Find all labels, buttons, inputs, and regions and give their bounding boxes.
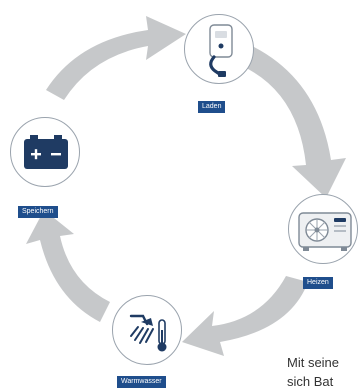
arrow-laden-to-heizen	[242, 45, 346, 198]
body-text: Mit seine sich Bat	[287, 353, 358, 391]
heat-pump-icon	[298, 212, 352, 251]
body-text-line-2: sich Bat	[287, 374, 334, 389]
node-laden	[184, 14, 254, 84]
label-warmwasser: Warmwasser	[117, 376, 166, 388]
node-speichern	[10, 117, 80, 187]
label-speichern: Speichern	[18, 206, 58, 218]
wallbox-charger-icon	[209, 24, 233, 77]
arrow-heizen-to-warmwasser	[182, 276, 308, 356]
arrow-speichern-to-laden	[46, 16, 186, 100]
arrow-warmwasser-to-speichern	[26, 210, 110, 322]
body-text-line-1: Mit seine	[287, 355, 340, 370]
shower-thermometer-icon	[129, 314, 167, 352]
label-heizen: Heizen	[303, 277, 333, 289]
node-warmwasser	[112, 295, 182, 365]
label-laden: Laden	[198, 101, 226, 113]
node-heizen	[288, 194, 358, 264]
battery-icon	[24, 135, 68, 169]
